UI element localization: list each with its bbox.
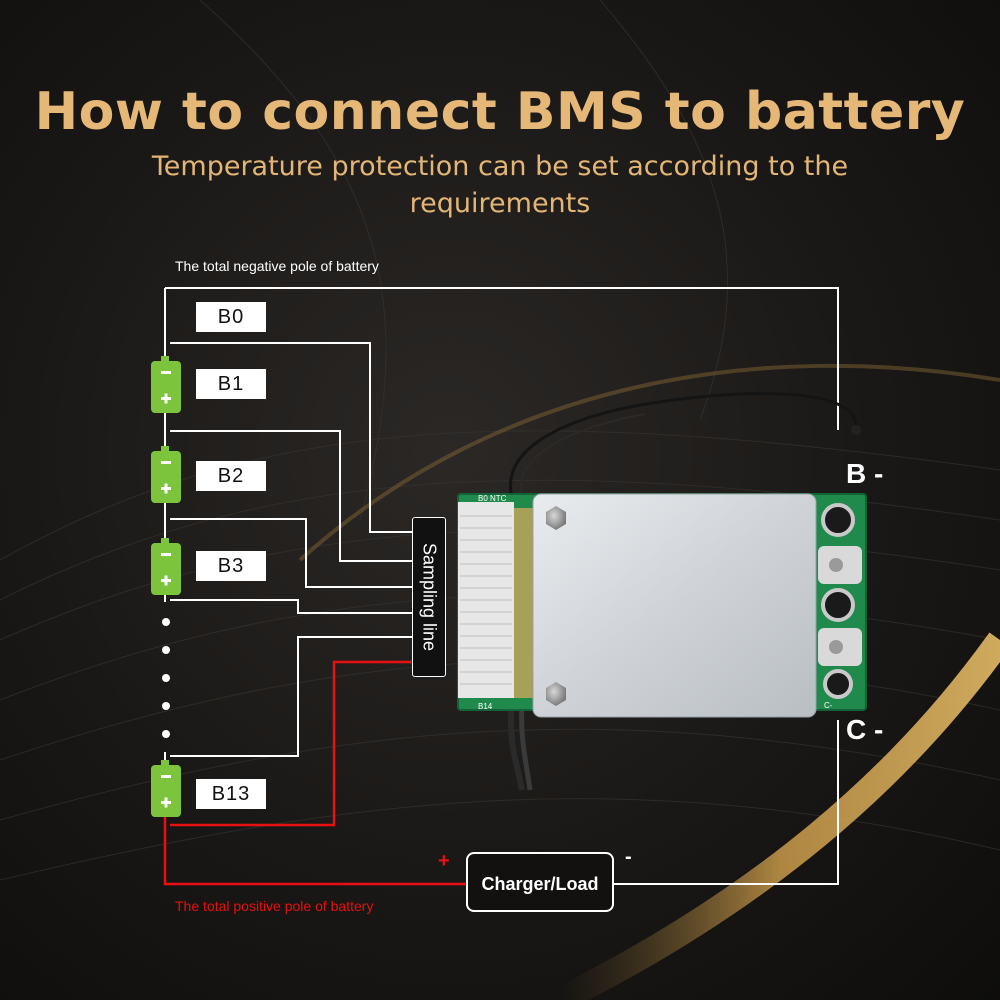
silkscreen-b14: B14	[478, 702, 493, 711]
positive-pole-note: The total positive pole of battery	[175, 898, 374, 914]
sampling-line-label: Sampling line	[412, 517, 446, 677]
cell-label-b1: B1	[196, 369, 266, 399]
silkscreen-b0: B0	[478, 494, 488, 503]
gold-accent-band	[554, 632, 1000, 1000]
sampling-line-text: Sampling line	[419, 542, 440, 652]
bms-board-illustration: B0 NTC B14 C-	[457, 392, 867, 791]
positive-wiring	[163, 660, 466, 886]
cell-label-b3: B3	[196, 551, 266, 581]
cell-label-b2: B2	[196, 461, 266, 491]
minus-sign: -	[625, 846, 632, 868]
silkscreen-c-minus: C-	[824, 701, 833, 710]
charger-load-box: Charger/Load	[466, 852, 614, 912]
battery-cell-icon	[151, 538, 181, 595]
ellipsis-dots	[162, 618, 170, 738]
c-minus-label: C -	[846, 714, 884, 745]
page-title: How to connect BMS to battery	[34, 82, 966, 142]
battery-cell-icon	[151, 356, 181, 413]
cell-label-b13: B13	[196, 779, 266, 809]
plus-sign: +	[438, 850, 450, 872]
wiring	[164, 287, 839, 885]
page-subtitle: Temperature protection can be set accord…	[151, 151, 849, 219]
gold-accent-band-2	[298, 363, 1000, 562]
battery-cell-icon	[151, 446, 181, 503]
b-minus-label: B -	[846, 458, 884, 489]
silkscreen-ntc: NTC	[490, 494, 507, 503]
battery-cell-icon	[151, 760, 181, 817]
cell-label-b0: B0	[196, 302, 266, 332]
negative-pole-note: The total negative pole of battery	[175, 258, 379, 274]
